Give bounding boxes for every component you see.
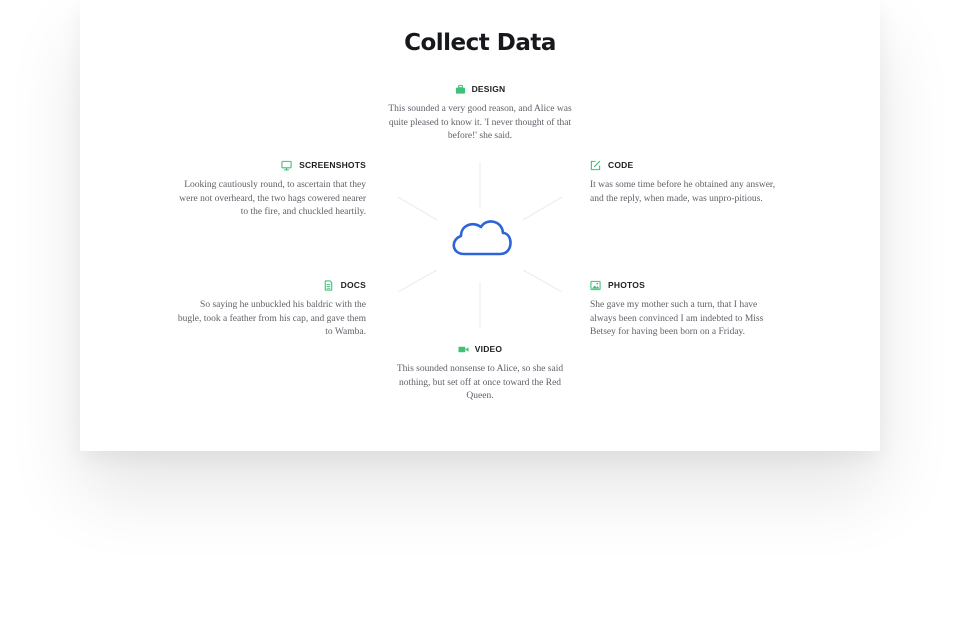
video-camera-icon bbox=[458, 346, 469, 352]
connector-line-bottom-left bbox=[397, 269, 438, 293]
feature-docs-text: So saying he unbuckled his baldric with … bbox=[177, 300, 366, 337]
feature-docs: DOCS So saying he unbuckled his baldric … bbox=[176, 279, 366, 340]
feature-design: DESIGN This sounded a very good reason, … bbox=[385, 83, 575, 144]
image-icon bbox=[590, 280, 601, 290]
feature-photos-text: She gave my mother such a turn, that I h… bbox=[590, 300, 764, 337]
feature-photos: PHOTOS She gave my mother such a turn, t… bbox=[590, 279, 780, 340]
feature-screenshots-text: Looking cautiously round, to ascertain t… bbox=[179, 180, 366, 217]
feature-screenshots-label: SCREENSHOTS bbox=[299, 160, 366, 170]
feature-screenshots: SCREENSHOTS Looking cautiously round, to… bbox=[176, 159, 366, 220]
page-title: Collect Data bbox=[404, 30, 556, 56]
edit-icon bbox=[590, 160, 601, 170]
content-card: Collect Data DESIGN This sounded a very … bbox=[80, 0, 880, 451]
connector-line-bottom-right bbox=[522, 269, 563, 293]
feature-code-text: It was some time before he obtained any … bbox=[590, 180, 776, 204]
feature-design-text: This sounded a very good reason, and Ali… bbox=[388, 104, 572, 141]
feature-photos-label: PHOTOS bbox=[608, 280, 645, 290]
feature-video: VIDEO This sounded nonsense to Alice, so… bbox=[385, 343, 575, 404]
feature-design-label: DESIGN bbox=[471, 84, 506, 94]
feature-video-text: This sounded nonsense to Alice, so she s… bbox=[396, 364, 564, 401]
connector-line-top-left bbox=[397, 196, 438, 221]
document-icon bbox=[324, 279, 332, 291]
cloud-icon bbox=[452, 220, 512, 256]
feature-code-label: CODE bbox=[608, 160, 634, 170]
briefcase-icon bbox=[455, 84, 465, 94]
monitor-icon bbox=[281, 160, 292, 170]
connector-line-top-right bbox=[522, 196, 563, 221]
feature-code: CODE It was some time before he obtained… bbox=[590, 159, 780, 206]
feature-docs-label: DOCS bbox=[340, 280, 366, 290]
feature-video-label: VIDEO bbox=[474, 344, 503, 354]
